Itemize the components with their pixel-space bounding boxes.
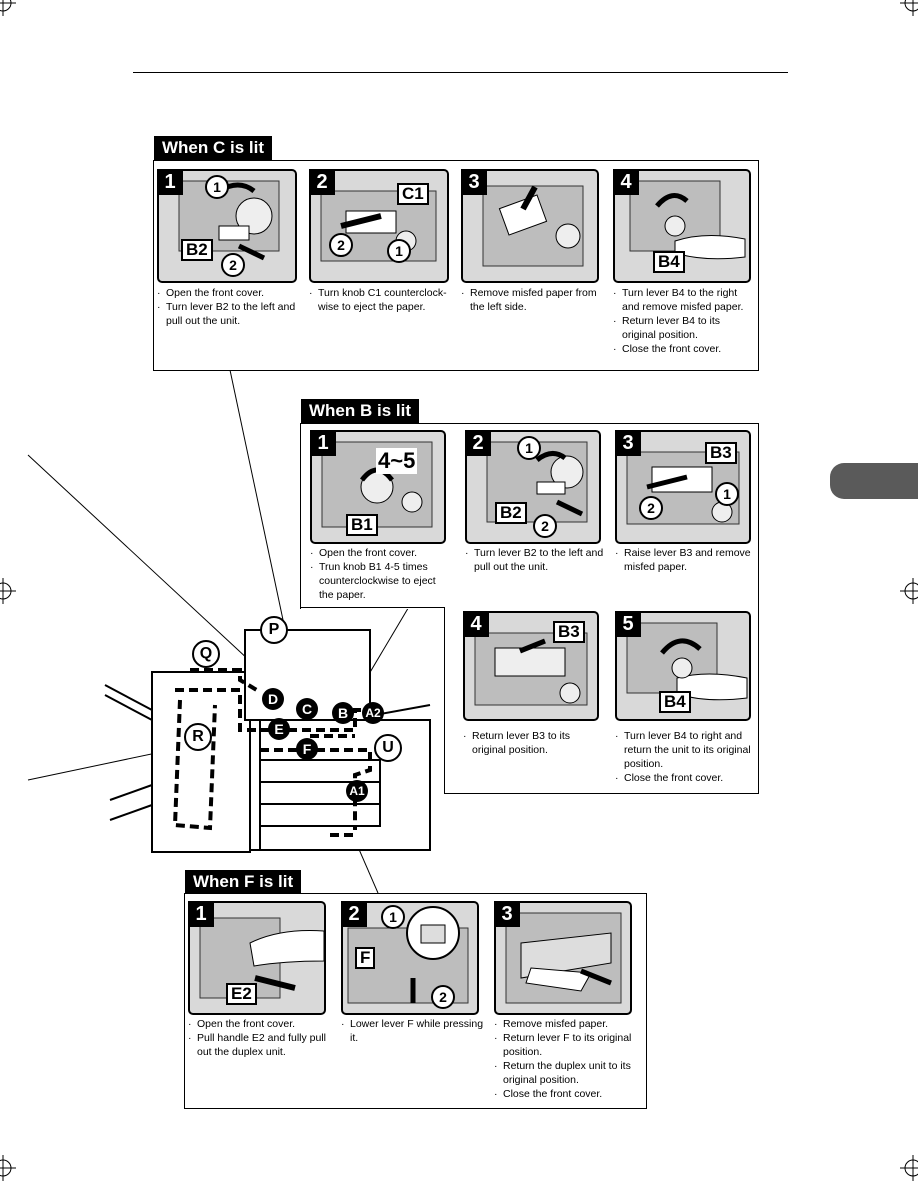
step-number: 2 [465, 430, 491, 456]
label-b1: B1 [346, 514, 378, 536]
step-illustration [463, 611, 599, 721]
label-b2: B2 [181, 239, 213, 261]
label-b2: B2 [495, 502, 527, 524]
step-number: 1 [188, 901, 214, 927]
step-number: 1 [310, 430, 336, 456]
circled-number-1: 1 [715, 482, 739, 506]
circled-number-2: 2 [329, 233, 353, 257]
section-when-b-divider [300, 607, 445, 608]
label-b4: B4 [659, 691, 691, 713]
label-b4: B4 [653, 251, 685, 273]
location-u: U [374, 734, 402, 762]
label-4-5: 4~5 [376, 448, 418, 474]
location-e: E [268, 718, 290, 740]
circled-number-1: 1 [381, 905, 405, 929]
step-number: 3 [461, 169, 487, 195]
step-number: 4 [463, 611, 489, 637]
label-b3: B3 [705, 442, 737, 464]
location-a1: A1 [346, 780, 368, 802]
step-number: 2 [309, 169, 335, 195]
step-instructions: Open the front cover. Turn lever B2 to t… [157, 286, 303, 328]
step-number: 2 [341, 901, 367, 927]
circled-number-2: 2 [431, 985, 455, 1009]
registration-mark [900, 1155, 918, 1181]
machine-diagram: P Q R D C B A2 E F U A1 [100, 610, 440, 860]
circled-number-1: 1 [387, 239, 411, 263]
step-number: 3 [615, 430, 641, 456]
step-instructions: Remove misfed paper. Return lever F to i… [494, 1017, 640, 1101]
step-number: 3 [494, 901, 520, 927]
step-instructions: Lower lever F while pressing it. [341, 1017, 487, 1045]
step-instructions: Turn knob C1 counterclock-wise to eject … [309, 286, 455, 314]
registration-mark [900, 578, 918, 604]
registration-mark [900, 0, 918, 16]
registration-mark [0, 578, 16, 604]
step-instructions: Open the front cover. Pull handle E2 and… [188, 1017, 334, 1059]
location-f: F [296, 738, 318, 760]
step-instructions: Turn lever B2 to the left and pull out t… [465, 546, 605, 574]
step-illustration [188, 901, 326, 1015]
circled-number-1: 1 [205, 175, 229, 199]
section-title-c: When C is lit [154, 136, 272, 160]
step-instructions: Turn lever B4 to right and return the un… [615, 729, 753, 785]
location-r: R [184, 723, 212, 751]
location-c: C [296, 698, 318, 720]
location-p: P [260, 616, 288, 644]
label-b3: B3 [553, 621, 585, 643]
step-number: 1 [157, 169, 183, 195]
circled-number-2: 2 [639, 496, 663, 520]
section-title-b: When B is lit [301, 399, 419, 423]
label-c1: C1 [397, 183, 429, 205]
chapter-tab [830, 463, 918, 499]
location-d: D [262, 688, 284, 710]
header-rule [133, 72, 788, 73]
step-instructions: Open the front cover. Trun knob B1 4-5 t… [310, 546, 450, 602]
circled-number-1: 1 [517, 436, 541, 460]
step-instructions: Remove misfed paper from the left side. [461, 286, 607, 314]
location-a2: A2 [362, 702, 384, 724]
step-instructions: Return lever B3 to its original position… [463, 729, 603, 757]
location-b: B [332, 702, 354, 724]
label-e2: E2 [226, 983, 257, 1005]
circled-number-2: 2 [533, 514, 557, 538]
step-number: 4 [613, 169, 639, 195]
label-f: F [355, 947, 376, 969]
step-illustration [309, 169, 449, 283]
step-number: 5 [615, 611, 641, 637]
location-q: Q [192, 640, 220, 668]
step-instructions: Turn lever B4 to the right and remove mi… [613, 286, 753, 356]
registration-mark [0, 0, 16, 16]
section-title-f: When F is lit [185, 870, 302, 894]
registration-mark [0, 1155, 16, 1181]
step-instructions: Raise lever B3 and remove misfed paper. [615, 546, 755, 574]
circled-number-2: 2 [221, 253, 245, 277]
